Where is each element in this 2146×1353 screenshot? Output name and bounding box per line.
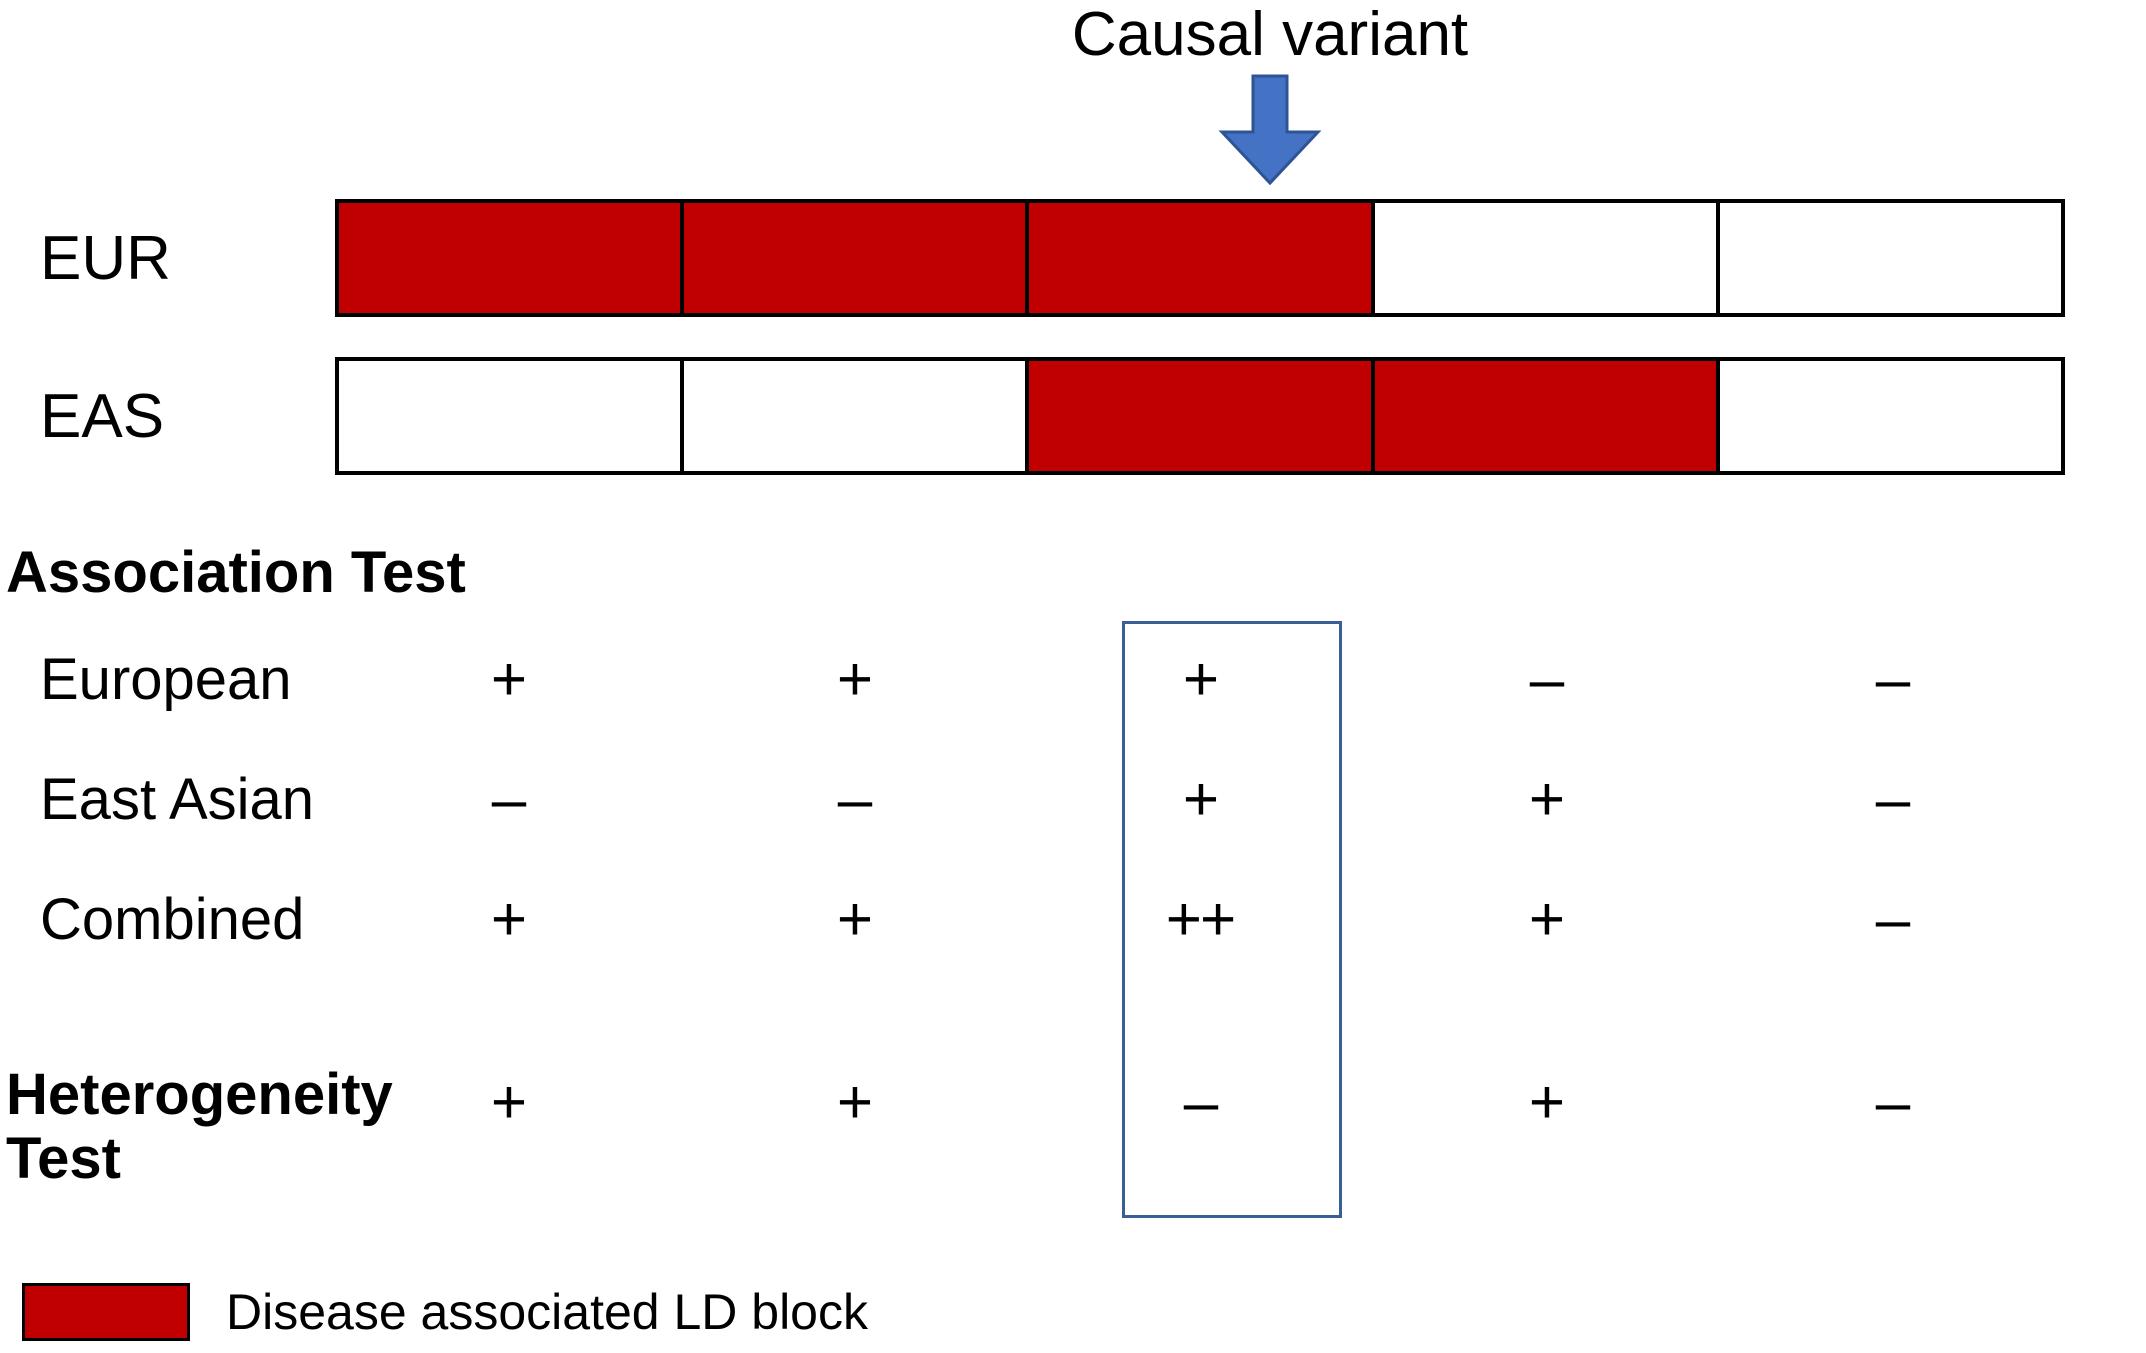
test-value-combined-2: + bbox=[836, 885, 873, 954]
test-value-east-asian-4: + bbox=[1528, 765, 1565, 834]
test-value-east-asian-5: – bbox=[1875, 765, 1910, 834]
test-value-combined-3: ++ bbox=[1165, 885, 1236, 954]
test-value-east-asian-1: – bbox=[491, 765, 526, 834]
ld-block-eas-3 bbox=[1029, 361, 1375, 471]
ld-row-label-eur: EUR bbox=[40, 224, 171, 293]
test-cells-east-asian: – – + + – bbox=[335, 760, 2065, 840]
test-value-combined-4: + bbox=[1528, 885, 1565, 954]
ld-block-eur-5 bbox=[1719, 203, 2062, 313]
test-cells-heterogeneity: + + – + – bbox=[335, 1063, 2065, 1143]
test-value-combined-5: – bbox=[1875, 885, 1910, 954]
test-value-heterogeneity-5: – bbox=[1875, 1068, 1910, 1137]
test-row-european: European + + + – – bbox=[0, 640, 2146, 746]
test-value-east-asian-2: – bbox=[837, 765, 872, 834]
ld-block-eur-1 bbox=[339, 203, 685, 313]
test-value-east-asian-3: + bbox=[1182, 765, 1219, 834]
association-test-heading: Association Test bbox=[6, 540, 466, 605]
test-value-heterogeneity-3: – bbox=[1183, 1068, 1218, 1137]
test-value-european-3: + bbox=[1182, 645, 1219, 714]
ld-row-label-eas: EAS bbox=[40, 382, 165, 451]
test-value-european-1: + bbox=[490, 645, 527, 714]
legend-swatch-disease-ld-block bbox=[22, 1283, 190, 1341]
test-value-heterogeneity-2: + bbox=[836, 1068, 873, 1137]
ld-block-row-eur bbox=[335, 199, 2065, 317]
test-row-east-asian: East Asian – – + + – bbox=[0, 760, 2146, 866]
test-value-combined-1: + bbox=[490, 885, 527, 954]
down-arrow-icon bbox=[1218, 74, 1322, 186]
test-row-label-east-asian: East Asian bbox=[40, 767, 315, 832]
ld-block-eas-2 bbox=[684, 361, 1030, 471]
test-value-heterogeneity-1: + bbox=[490, 1068, 527, 1137]
heterogeneity-test-heading: Heterogeneity Test bbox=[6, 1062, 393, 1191]
causal-variant-label: Causal variant bbox=[1071, 0, 1469, 69]
causal-variant-annotation: Causal variant bbox=[1020, 0, 1520, 186]
highlight-box-column-3 bbox=[1122, 621, 1342, 1218]
test-value-european-2: + bbox=[836, 645, 873, 714]
test-row-label-european: European bbox=[40, 647, 292, 712]
ld-block-eur-4 bbox=[1374, 203, 1720, 313]
test-row-heterogeneity: + + – + – bbox=[0, 1063, 2146, 1169]
test-value-european-4: – bbox=[1529, 645, 1564, 714]
ld-block-eas-1 bbox=[339, 361, 685, 471]
test-value-european-5: – bbox=[1875, 645, 1910, 714]
ld-block-eur-3 bbox=[1029, 203, 1375, 313]
test-cells-european: + + + – – bbox=[335, 640, 2065, 720]
ld-block-eas-5 bbox=[1719, 361, 2062, 471]
ld-block-eas-4 bbox=[1374, 361, 1720, 471]
test-row-label-combined: Combined bbox=[40, 887, 305, 952]
test-row-combined: Combined + + ++ + – bbox=[0, 880, 2146, 986]
ld-block-eur-2 bbox=[684, 203, 1030, 313]
test-cells-combined: + + ++ + – bbox=[335, 880, 2065, 960]
legend-label: Disease associated LD block bbox=[226, 1284, 868, 1340]
ld-block-row-eas bbox=[335, 357, 2065, 475]
legend: Disease associated LD block bbox=[22, 1283, 868, 1341]
test-value-heterogeneity-4: + bbox=[1528, 1068, 1565, 1137]
